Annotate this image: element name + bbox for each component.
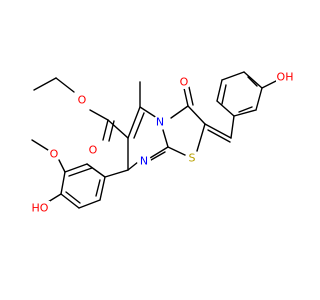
bond: [31, 139, 49, 151]
bond: [133, 112, 145, 139]
bond: [247, 76, 258, 87]
bond: [233, 109, 257, 117]
bond: [196, 123, 206, 152]
bond: [60, 171, 66, 195]
bond: [60, 193, 80, 209]
bond: [238, 106, 253, 113]
phenol-hydroxyl-lower: HO: [32, 202, 49, 215]
bond: [127, 106, 141, 139]
bond: [139, 106, 158, 119]
bond: [170, 105, 189, 119]
bond-layer: [31, 71, 279, 209]
atom-bg: [30, 201, 50, 215]
bond: [216, 100, 235, 117]
molecule-structure: O O N N S O OH O HO: [30, 70, 294, 215]
bridge-nitrogen: N: [156, 116, 164, 129]
bond: [221, 71, 245, 81]
structure-canvas: O O N N S O OH O HO: [30, 70, 294, 215]
atom-bg: [137, 154, 151, 168]
bond: [47, 193, 62, 203]
bond: [55, 77, 75, 93]
phenol-hydroxyl-right: OH: [277, 71, 294, 84]
atom-bg: [276, 70, 294, 84]
ester-carbonyl-oxygen: O: [89, 144, 98, 157]
bond: [65, 191, 81, 204]
ester-ether-oxygen: O: [78, 94, 87, 107]
bond: [167, 146, 188, 157]
bond: [95, 179, 101, 197]
bond: [107, 119, 129, 139]
atom-bg: [185, 151, 199, 165]
atom-bg: [177, 75, 191, 89]
bond: [187, 105, 206, 125]
bond: [127, 161, 139, 171]
ring-sulfur: S: [189, 152, 196, 165]
bond: [33, 77, 57, 91]
bond: [221, 84, 227, 105]
atom-bg: [75, 93, 89, 107]
bond: [243, 71, 263, 89]
imine-nitrogen: N: [140, 155, 148, 168]
bond: [230, 115, 235, 139]
bond: [104, 169, 129, 178]
bond: [68, 167, 93, 177]
bond: [207, 129, 231, 143]
bond: [86, 163, 106, 178]
bond: [64, 163, 88, 173]
methoxy-oxygen: O: [50, 148, 59, 161]
atom-bg: [86, 143, 100, 157]
bond: [150, 151, 166, 161]
bond: [149, 146, 169, 159]
bond: [89, 109, 109, 121]
atom-bg: [47, 147, 61, 161]
bond: [99, 176, 106, 201]
bond: [102, 119, 109, 141]
bond: [78, 199, 101, 209]
atom-label-layer: O O N N S O OH O HO: [30, 70, 294, 215]
bond: [216, 79, 223, 102]
bond: [162, 129, 169, 148]
bond: [58, 159, 66, 173]
bond: [188, 86, 194, 106]
bond: [255, 87, 263, 111]
bond: [204, 123, 232, 139]
keto-oxygen: O: [180, 76, 189, 89]
bond: [183, 87, 189, 107]
atom-bg: [153, 115, 167, 129]
bond: [261, 79, 279, 89]
